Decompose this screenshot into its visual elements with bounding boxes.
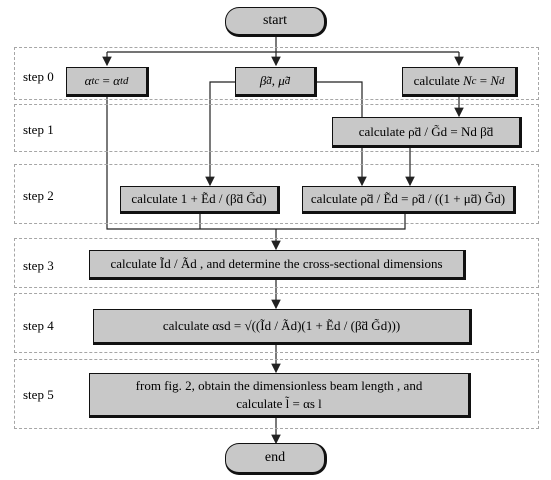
- nc-symbol: N: [463, 73, 472, 88]
- start-terminal: start: [225, 7, 327, 37]
- nc-subscript: c: [471, 75, 477, 87]
- step3-text: calculate Ĩd / Ãd , and determine the cr…: [110, 256, 443, 271]
- box-step5: from fig. 2, obtain the dimensionless be…: [89, 373, 471, 418]
- beta-subscript: d: [266, 75, 272, 87]
- beta-mu-separator: ,: [271, 73, 279, 88]
- nc-equals: =: [476, 73, 491, 88]
- alpha-td-subscript: td: [119, 75, 129, 87]
- box-step4: calculate αsd = √((Ĩd / Ãd)(1 + Ẽd / (β̃…: [93, 309, 472, 345]
- connector-beta-right: [315, 81, 367, 187]
- connector-step2-right-down: [276, 213, 406, 230]
- box-step2-right: calculate ρ̃d / Ẽd = ρ̃d / ((1 + μ̃d) G̃…: [302, 186, 516, 214]
- end-terminal: end: [225, 443, 327, 475]
- alpha-equals: =: [99, 73, 114, 88]
- alpha-tc-subscript: tc: [91, 75, 100, 87]
- step-region-2: [14, 164, 539, 224]
- step-region-5: [14, 359, 539, 429]
- step-region-1: [14, 104, 539, 152]
- connector-beta-left: [205, 81, 237, 187]
- start-label: start: [262, 13, 288, 28]
- box-step2-left: calculate 1 + Ẽd / (β̃d G̃d): [120, 186, 280, 214]
- box-step1-rho-g: calculate ρ̃d / G̃d = Nd β̃d: [332, 117, 522, 148]
- step-region-0: [14, 47, 539, 100]
- beta-symbol: β̃: [259, 73, 267, 88]
- step1-text: calculate ρ̃d / G̃d = Nd β̃d: [358, 123, 494, 139]
- box-step3: calculate Ĩd / Ãd , and determine the cr…: [89, 250, 466, 280]
- nd-symbol: N: [490, 73, 499, 88]
- step-label-5: step 5: [23, 387, 54, 402]
- step-label-3: step 3: [23, 258, 54, 273]
- step2-left-text: calculate 1 + Ẽd / (β̃d G̃d): [131, 191, 267, 206]
- connector-alpha-down: [106, 96, 276, 230]
- step-label-0: step 0: [23, 69, 54, 84]
- step4-text: calculate αsd = √((Ĩd / Ãd)(1 + Ẽd / (β̃…: [162, 318, 401, 333]
- step-region-3: [14, 238, 539, 288]
- box-beta-mu: β̃d, μ̃d: [235, 67, 317, 97]
- mu-symbol: μ̃: [278, 73, 285, 88]
- nd-subscript: d: [499, 75, 505, 87]
- end-label: end: [264, 450, 286, 465]
- nc-prefix: calculate: [413, 73, 463, 88]
- step-label-1: step 1: [23, 122, 54, 137]
- step-label-4: step 4: [23, 318, 54, 333]
- alpha-td-symbol: α: [113, 73, 120, 88]
- step5-line1: from fig. 2, obtain the dimensionless be…: [135, 377, 423, 393]
- step5-line2: calculate l̃ = αs l: [236, 395, 322, 411]
- step2-right-text: calculate ρ̃d / Ẽd = ρ̃d / ((1 + μ̃d) G̃…: [310, 191, 506, 206]
- alpha-tc-symbol: α: [84, 73, 92, 88]
- step-label-2: step 2: [23, 188, 54, 203]
- mu-subscript: d: [284, 75, 291, 87]
- step-region-4: [14, 293, 539, 353]
